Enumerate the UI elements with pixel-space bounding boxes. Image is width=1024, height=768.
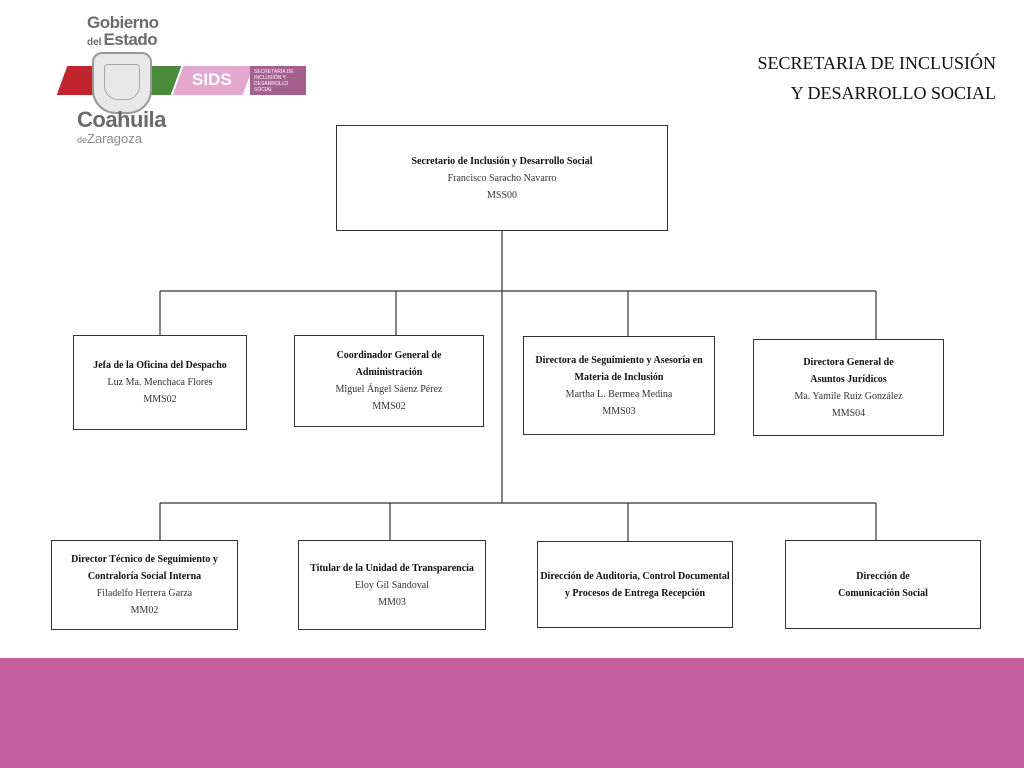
node-title: Secretario de Inclusión y Desarrollo Soc…	[411, 155, 593, 167]
node-person: Luz Ma. Menchaca Flores	[107, 377, 213, 388]
node-code: MMS04	[831, 407, 866, 419]
node-title: Directora de Seguimiento y Asesoría en M…	[535, 354, 703, 383]
sids-badge: SIDS SECRETARÍA DE INCLUSIÓN Y DESARROLL…	[172, 66, 306, 95]
node-person: Filadelfo Herrera Garza	[96, 588, 193, 599]
page-title-line1: SECRETARIA DE INCLUSIÓN	[757, 53, 996, 73]
node-person: Martha L. Bermea Medina	[565, 388, 673, 400]
org-node-directora-juridicos: Directora General de Asuntos Jurídicos M…	[753, 339, 944, 436]
node-person: Ma. Yamile Ruiz González	[794, 390, 903, 402]
org-node-jefa-oficina: Jefa de la Oficina del Despacho Luz Ma. …	[73, 335, 247, 430]
node-code: MM03	[378, 596, 406, 608]
page-title: SECRETARIA DE INCLUSIÓN Y DESARROLLO SOC…	[757, 48, 996, 108]
org-node-secretario: Secretario de Inclusión y Desarrollo Soc…	[336, 125, 668, 231]
footer-band	[0, 658, 1024, 768]
node-code: MMS02	[143, 394, 177, 405]
node-person: Eloy Gil Sandoval	[355, 579, 429, 591]
node-person: Francisco Saracho Navarro	[447, 172, 557, 184]
node-title: Coordinador General de Administración	[336, 350, 442, 378]
node-title: Director Técnico de Seguimiento y Contra…	[71, 554, 218, 582]
node-person: Miguel Ángel Sáenz Pérez	[335, 384, 443, 395]
org-node-director-tecnico: Director Técnico de Seguimiento y Contra…	[51, 540, 238, 630]
node-title: Dirección de Comunicación Social	[838, 570, 928, 599]
org-node-coordinador-administracion: Coordinador General de Administración Mi…	[294, 335, 484, 427]
node-code: MMS03	[602, 405, 636, 417]
node-title: Directora General de Asuntos Jurídicos	[803, 356, 894, 385]
state-seal-icon	[92, 52, 152, 114]
node-title: Titular de la Unidad de Transparencia	[310, 562, 474, 574]
sids-subtitle: SECRETARÍA DE INCLUSIÓN Y DESARROLLO SOC…	[254, 69, 294, 93]
org-node-direccion-comunicacion: Dirección de Comunicación Social	[785, 540, 981, 629]
node-code: MMS02	[372, 401, 406, 412]
zaragoza-wordmark: deZaragoza	[77, 131, 142, 146]
org-node-direccion-auditoria: Dirección de Auditoria, Control Document…	[537, 541, 733, 628]
sids-label: SIDS	[192, 70, 232, 89]
page-title-line2: Y DESARROLLO SOCIAL	[790, 83, 996, 103]
org-node-directora-seguimiento: Directora de Seguimiento y Asesoría en M…	[523, 336, 715, 435]
node-code: MSS00	[486, 189, 517, 201]
coahuila-wordmark: Coahuila	[77, 107, 166, 132]
node-title: Jefa de la Oficina del Despacho	[93, 360, 227, 371]
node-code: MM02	[130, 605, 159, 616]
org-node-titular-transparencia: Titular de la Unidad de Transparencia El…	[298, 540, 486, 630]
node-title: Dirección de Auditoria, Control Document…	[540, 570, 730, 599]
